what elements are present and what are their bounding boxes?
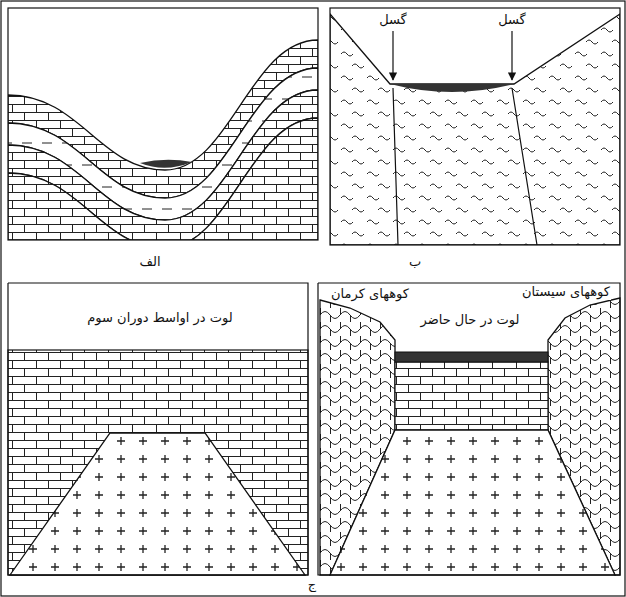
fault-line xyxy=(393,88,537,245)
panel-frame xyxy=(8,8,318,240)
section-title: لوت در حال حاضر xyxy=(419,312,520,328)
fault-label: گسل xyxy=(378,12,408,28)
basement-block xyxy=(10,433,305,575)
panel-letter: ج xyxy=(307,577,317,593)
fault-arrow xyxy=(392,31,393,80)
basin-deposit xyxy=(395,352,548,362)
graben-section xyxy=(330,14,620,245)
fault-arrow xyxy=(511,31,512,80)
panel-frame xyxy=(330,8,620,245)
section-title: لوت در اواسط دوران سوم xyxy=(86,310,233,326)
panel-letter: الف xyxy=(138,254,161,270)
rock-layer xyxy=(8,90,318,240)
fault-label: گسل xyxy=(497,12,527,28)
sediment-layer xyxy=(395,362,548,430)
sediment-layer xyxy=(8,350,308,575)
panel-frame xyxy=(8,283,308,575)
rock-layer xyxy=(8,118,318,240)
mountain-label: کوههای سیستان xyxy=(521,284,611,300)
basin-deposit xyxy=(390,84,514,92)
basement-block xyxy=(330,430,615,575)
syncline-section xyxy=(8,40,318,240)
panel-frame xyxy=(318,283,620,575)
mountain-label: کوههای کرمان xyxy=(330,286,410,302)
bedrock xyxy=(330,14,620,245)
basin-deposit xyxy=(140,160,192,168)
panel-letter: ب xyxy=(408,254,422,270)
